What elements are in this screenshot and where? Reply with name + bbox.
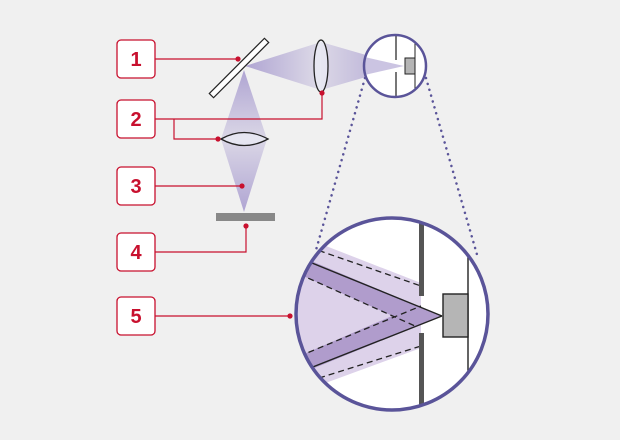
label-4: 4 bbox=[116, 232, 156, 272]
label-2: 2 bbox=[116, 99, 156, 139]
label-3: 3 bbox=[116, 166, 156, 206]
beam-lens-to-detector bbox=[321, 42, 404, 90]
detector-small bbox=[404, 57, 416, 75]
detector-small-view bbox=[362, 33, 428, 99]
slit-upper bbox=[419, 218, 424, 296]
slit-lower bbox=[419, 333, 424, 410]
lens-horizontal bbox=[219, 131, 270, 147]
detector-magnified-view bbox=[294, 216, 490, 412]
zoom-line-right bbox=[424, 76, 480, 260]
leader-dots bbox=[215, 56, 325, 319]
beam-lens2-to-sample bbox=[221, 139, 267, 212]
label-5-text: 5 bbox=[130, 306, 141, 328]
leader-lines bbox=[155, 58, 323, 317]
zoom-line-left bbox=[314, 76, 367, 252]
label-3-text: 3 bbox=[130, 176, 141, 198]
sample-stage bbox=[216, 213, 275, 221]
mirror bbox=[208, 37, 270, 99]
label-1-text: 1 bbox=[130, 49, 141, 71]
label-2-text: 2 bbox=[130, 109, 141, 131]
label-1: 1 bbox=[116, 39, 156, 79]
label-4-text: 4 bbox=[130, 242, 142, 264]
lens-vertical bbox=[313, 39, 329, 93]
beam-mirror-to-lens2 bbox=[221, 70, 267, 139]
detector-large bbox=[442, 293, 469, 338]
label-5: 5 bbox=[116, 296, 156, 336]
beam-mirror-to-lens bbox=[245, 42, 321, 90]
